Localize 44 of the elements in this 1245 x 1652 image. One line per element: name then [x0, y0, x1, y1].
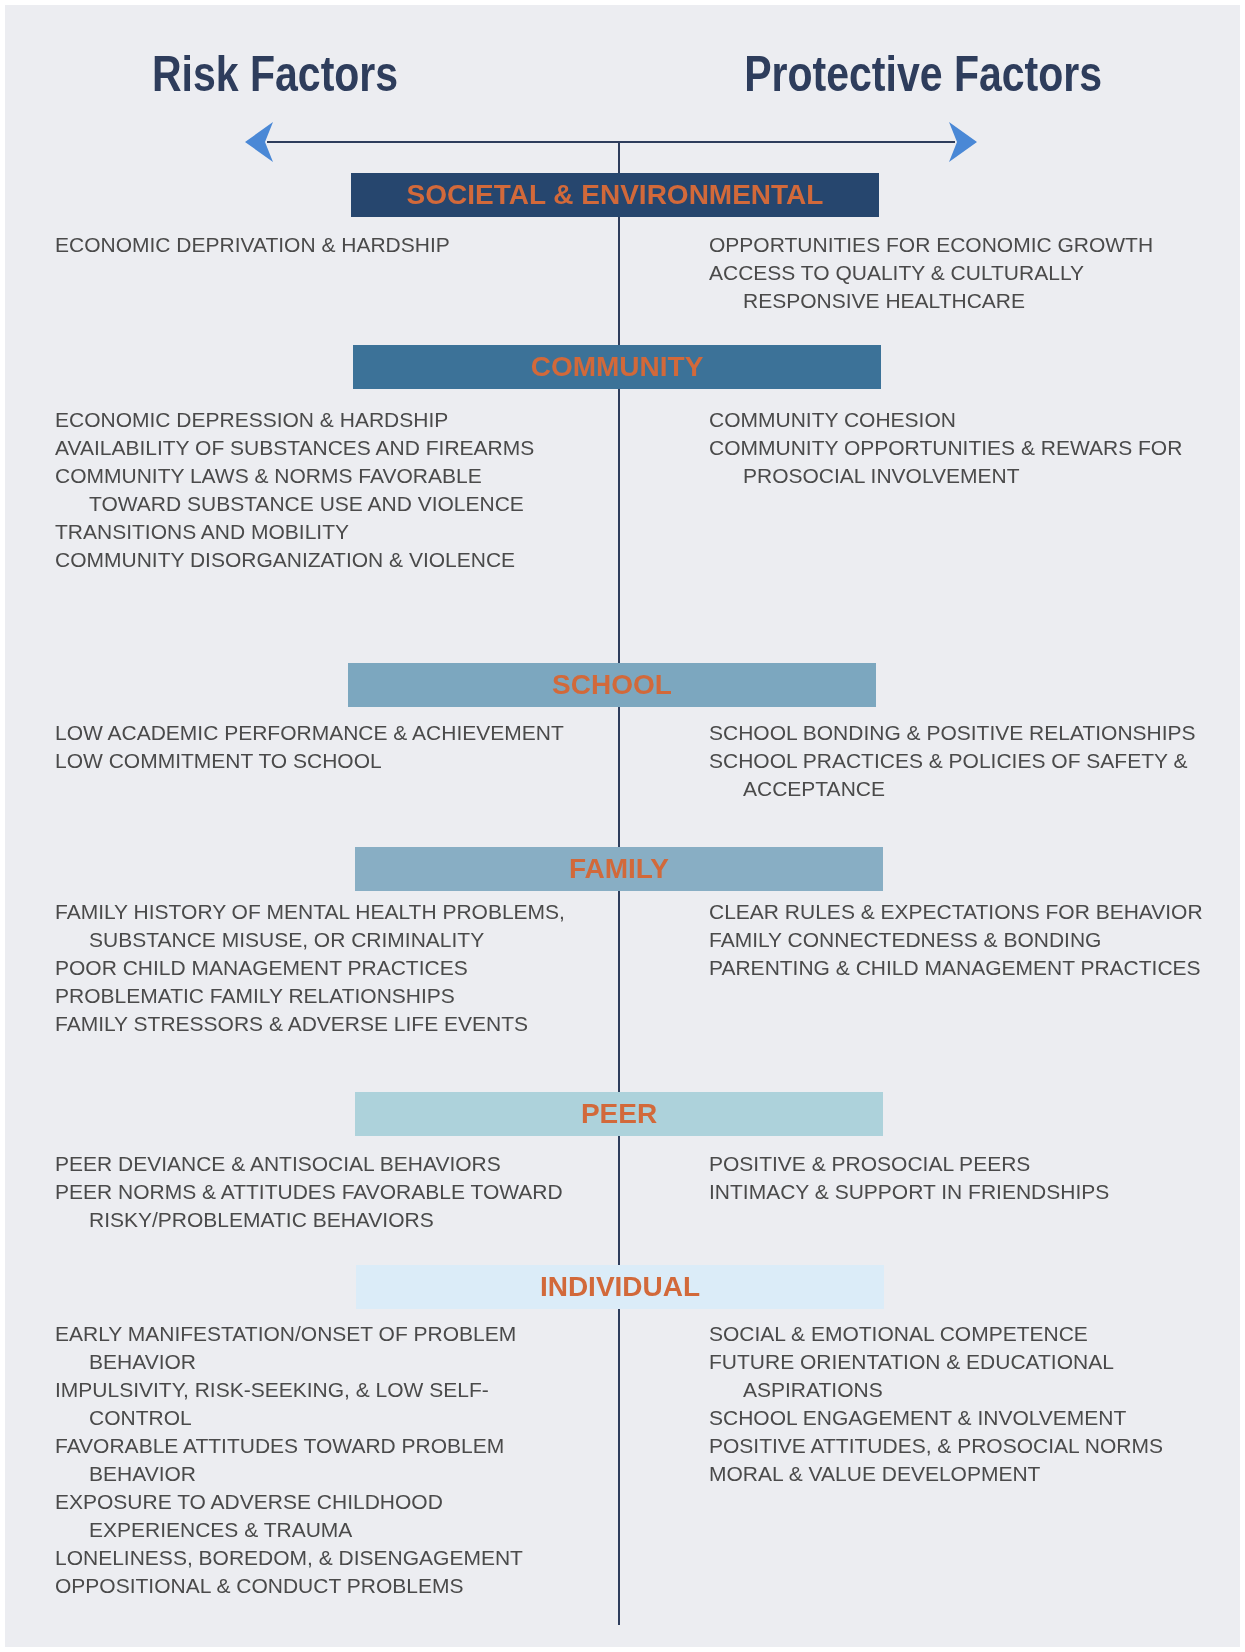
protective-factor-text: ACCESS TO QUALITY & CULTURALLY RESPONSIVE HEALTHCARE	[709, 260, 1085, 314]
risk-factor-text: OPPOSITIONAL & CONDUCT PROBLEMS	[55, 1573, 465, 1599]
protective-factor-text: FUTURE ORIENTATION & EDUCATIONAL ASPIRATIONS	[709, 1349, 1115, 1403]
risk-factor-text: COMMUNITY DISORGANIZATION & VIOLENCE	[55, 547, 517, 573]
section-header-band: INDIVIDUAL	[356, 1265, 884, 1309]
column-heading: Protective Factors	[744, 45, 1102, 103]
risk-factor-text: FAVORABLE ATTITUDES TOWARD PROBLEM BEHAVIOR	[55, 1433, 506, 1487]
section-header-band: PEER	[355, 1092, 883, 1136]
protective-factor-text: SCHOOL BONDING & POSITIVE RELATIONSHIPS	[709, 720, 1197, 746]
risk-factor-text: LONELINESS, BOREDOM, & DISENGAGEMENT	[55, 1545, 524, 1571]
column-heading: Risk Factors	[152, 45, 399, 103]
protective-factor-text: FAMILY CONNECTEDNESS & BONDING	[709, 927, 1103, 953]
risk-factor-text: LOW COMMITMENT TO SCHOOL	[55, 748, 383, 774]
protective-factor-text: OPPORTUNITIES FOR ECONOMIC GROWTH	[709, 232, 1155, 258]
section-header-band: SCHOOL	[348, 663, 876, 707]
risk-factor-text: POOR CHILD MANAGEMENT PRACTICES	[55, 955, 469, 981]
risk-factor-text: FAMILY STRESSORS & ADVERSE LIFE EVENTS	[55, 1011, 530, 1037]
risk-factor-text: COMMUNITY LAWS & NORMS FAVORABLE TOWARD SUBSTANCE USE AND VIOLENCE	[55, 463, 525, 517]
section-header-band: COMMUNITY	[353, 345, 881, 389]
protective-factor-text: INTIMACY & SUPPORT IN FRIENDSHIPS	[709, 1179, 1111, 1205]
risk-factor-text: AVAILABILITY OF SUBSTANCES AND FIREARMS	[55, 435, 536, 461]
risk-factor-text: PEER DEVIANCE & ANTISOCIAL BEHAVIORS	[55, 1151, 502, 1177]
risk-factor-text: EXPOSURE TO ADVERSE CHILDHOOD EXPERIENCES & TRAUMA	[55, 1489, 444, 1543]
section-header-band: FAMILY	[355, 847, 883, 891]
protective-factor-text: PARENTING & CHILD MANAGEMENT PRACTICES	[709, 955, 1202, 981]
risk-factor-text: TRANSITIONS AND MOBILITY	[55, 519, 351, 545]
section-header-band: SOCIETAL & ENVIRONMENTAL	[351, 173, 879, 217]
protective-factor-text: POSITIVE ATTITUDES, & PROSOCIAL NORMS	[709, 1433, 1164, 1459]
risk-factor-text: PROBLEMATIC FAMILY RELATIONSHIPS	[55, 983, 456, 1009]
protective-factor-text: SOCIAL & EMOTIONAL COMPETENCE	[709, 1321, 1089, 1347]
protective-factor-text: MORAL & VALUE DEVELOPMENT	[709, 1461, 1042, 1487]
risk-factor-text: EARLY MANIFESTATION/ONSET OF PROBLEM BEHAVIOR	[55, 1321, 518, 1375]
risk-factor-text: IMPULSIVITY, RISK-SEEKING, & LOW SELF-CONTROL	[55, 1377, 490, 1431]
protective-factor-text: COMMUNITY OPPORTUNITIES & REWARS FOR PROSOCIAL INVOLVEMENT	[709, 435, 1184, 489]
protective-factor-text: SCHOOL PRACTICES & POLICIES OF SAFETY & ACCEPTANCE	[709, 748, 1189, 802]
risk-factor-text: ECONOMIC DEPRESSION & HARDSHIP	[55, 407, 450, 433]
risk-factor-text: LOW ACADEMIC PERFORMANCE & ACHIEVEMENT	[55, 720, 565, 746]
protective-factor-text: POSITIVE & PROSOCIAL PEERS	[709, 1151, 1032, 1177]
risk-factor-text: PEER NORMS & ATTITUDES FAVORABLE TOWARD RISKY/PROBLEMATIC BEHAVIORS	[55, 1179, 564, 1233]
risk-factor-text: FAMILY HISTORY OF MENTAL HEALTH PROBLEMS, SUBSTANCE MISUSE, OR CRIMINALITY	[55, 899, 566, 953]
protective-factor-text: COMMUNITY COHESION	[709, 407, 957, 433]
protective-factor-text: CLEAR RULES & EXPECTATIONS FOR BEHAVIOR	[709, 899, 1204, 925]
risk-factor-text: ECONOMIC DEPRIVATION & HARDSHIP	[55, 232, 451, 258]
protective-factor-text: SCHOOL ENGAGEMENT & INVOLVEMENT	[709, 1405, 1128, 1431]
